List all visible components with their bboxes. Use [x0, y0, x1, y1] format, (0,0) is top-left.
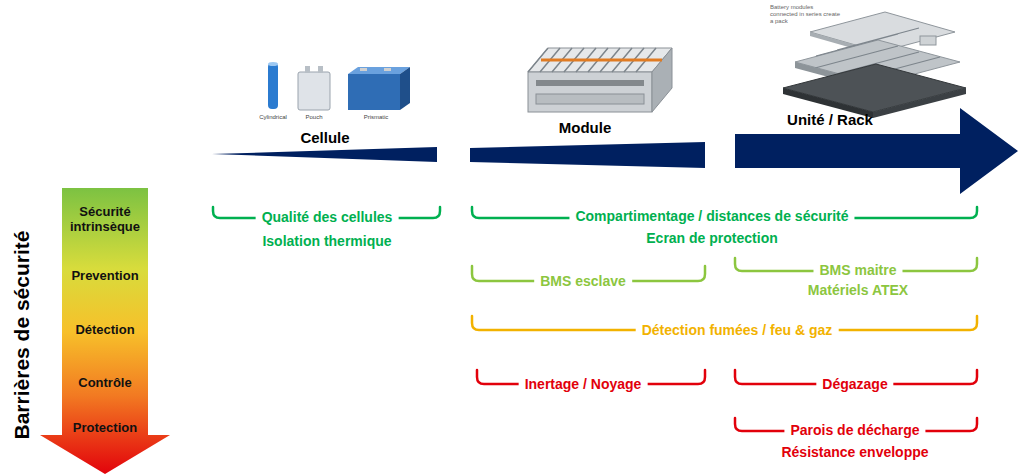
axis-title: Barrières de sécurité [9, 231, 34, 440]
image-caption: Battery modules connected in series crea… [770, 4, 842, 26]
scale-arrow: Unité / Rack [735, 104, 1020, 196]
node-outline [40, 188, 170, 474]
cell-type: Prismatic [364, 114, 389, 121]
barrier-measure: Parois de décharge [784, 421, 925, 440]
barrier-measure: BMS esclave [534, 272, 632, 291]
module-illustration [528, 48, 672, 112]
rack-illustration [783, 12, 966, 118]
cell-type: Pouch [305, 114, 322, 121]
barrier-measure: Dégazage [816, 375, 893, 394]
cell-type: Cylindrical [259, 114, 287, 121]
barrier-measure: Détection fumées / feu & gaz [636, 321, 839, 340]
barrier-measure: Qualité des cellules [256, 208, 399, 227]
scale-title: Cellule [300, 129, 349, 146]
barrier-measure: Compartimentage / distances de sécurité [569, 207, 854, 226]
barrier-measure: BMS maitre [813, 261, 902, 280]
barrier-level: Sécurité intrinsèque [60, 205, 150, 235]
scale-wedge: Module [470, 116, 706, 170]
barrier-measure: Isolation thermique [256, 232, 397, 251]
node-outline [470, 142, 705, 168]
scale-title: Module [559, 119, 612, 136]
node-outline [735, 108, 1018, 194]
scale-wedge: Cellule [212, 128, 438, 164]
barrier-measure: Matériels ATEX [802, 281, 914, 300]
barrier-level: Prevention [60, 269, 150, 284]
cell-illustration [268, 62, 410, 110]
node-outline [212, 147, 437, 162]
barrier-level: Contrôle [60, 376, 150, 391]
barrier-level: Protection [60, 421, 150, 436]
barrier-measure: Ecran de protection [640, 229, 783, 248]
barrier-measure: Résistance enveloppe [775, 443, 934, 462]
barrier-arrow: Sécurité intrinsèquePreventionDétectionC… [40, 188, 170, 476]
node-shape [735, 104, 1020, 196]
barrier-level: Détection [60, 323, 150, 338]
scale-title: Unité / Rack [787, 111, 873, 128]
barrier-measure: Inertage / Noyage [519, 375, 648, 394]
